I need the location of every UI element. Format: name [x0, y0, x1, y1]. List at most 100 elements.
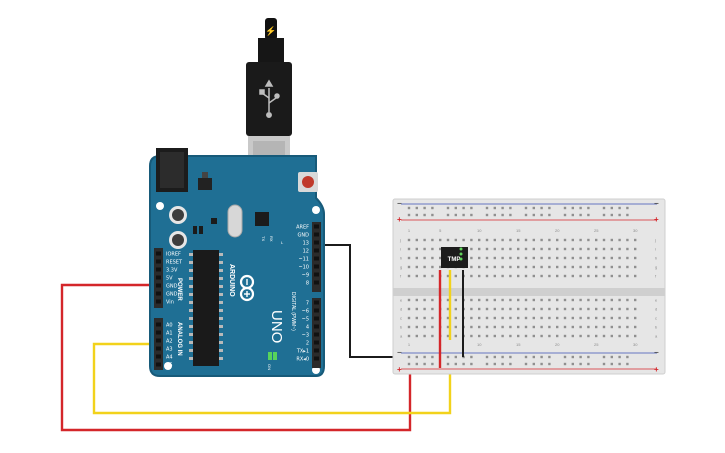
breadboard-hole[interactable] — [454, 298, 457, 302]
breadboard-hole[interactable] — [532, 316, 535, 320]
rail-hole[interactable] — [407, 206, 411, 210]
breadboard-hole[interactable] — [556, 238, 559, 242]
breadboard-hole[interactable] — [485, 238, 489, 242]
breadboard-hole[interactable] — [610, 307, 613, 311]
breadboard-hole[interactable] — [524, 238, 528, 242]
breadboard-hole[interactable] — [532, 325, 535, 329]
breadboard-hole[interactable] — [610, 247, 613, 251]
breadboard-hole[interactable] — [563, 274, 567, 278]
breadboard-hole[interactable] — [485, 307, 489, 311]
breadboard-hole[interactable] — [540, 307, 543, 311]
breadboard-hole[interactable] — [587, 307, 590, 311]
breadboard-hole[interactable] — [485, 274, 489, 278]
breadboard-hole[interactable] — [415, 274, 418, 278]
digital-pin[interactable] — [314, 332, 319, 337]
rail-hole[interactable] — [423, 213, 426, 217]
rail-hole[interactable] — [587, 355, 590, 359]
breadboard-hole[interactable] — [446, 325, 450, 329]
breadboard-hole[interactable] — [587, 256, 590, 260]
rail-hole[interactable] — [470, 355, 473, 359]
breadboard-hole[interactable] — [587, 274, 590, 278]
rail-hole[interactable] — [485, 355, 489, 359]
rail-hole[interactable] — [493, 362, 496, 366]
rail-hole[interactable] — [618, 206, 621, 210]
breadboard-hole[interactable] — [634, 334, 637, 338]
breadboard-hole[interactable] — [540, 334, 543, 338]
breadboard-hole[interactable] — [556, 274, 559, 278]
rail-hole[interactable] — [610, 206, 613, 210]
breadboard-hole[interactable] — [423, 265, 426, 269]
breadboard-hole[interactable] — [540, 298, 543, 302]
breadboard-hole[interactable] — [407, 316, 411, 320]
breadboard-hole[interactable] — [618, 307, 621, 311]
breadboard-hole[interactable] — [579, 238, 582, 242]
breadboard-hole[interactable] — [626, 316, 629, 320]
rail-hole[interactable] — [610, 213, 613, 217]
breadboard-hole[interactable] — [579, 274, 582, 278]
breadboard-hole[interactable] — [563, 334, 567, 338]
breadboard-hole[interactable] — [501, 238, 504, 242]
breadboard-hole[interactable] — [587, 265, 590, 269]
rail-hole[interactable] — [579, 355, 582, 359]
breadboard-hole[interactable] — [517, 274, 520, 278]
rail-hole[interactable] — [509, 362, 512, 366]
breadboard-hole[interactable] — [610, 238, 613, 242]
rail-hole[interactable] — [431, 213, 434, 217]
power-pin[interactable] — [156, 299, 161, 304]
rail-hole[interactable] — [423, 206, 426, 210]
power-pin[interactable] — [156, 291, 161, 296]
breadboard-hole[interactable] — [501, 256, 504, 260]
breadboard-hole[interactable] — [579, 307, 582, 311]
breadboard-hole[interactable] — [415, 325, 418, 329]
breadboard-hole[interactable] — [587, 325, 590, 329]
digital-pin[interactable] — [314, 232, 319, 237]
breadboard-hole[interactable] — [532, 247, 535, 251]
breadboard-hole[interactable] — [470, 265, 473, 269]
rail-hole[interactable] — [470, 362, 473, 366]
breadboard-hole[interactable] — [501, 334, 504, 338]
breadboard-hole[interactable] — [556, 247, 559, 251]
breadboard-hole[interactable] — [485, 247, 489, 251]
breadboard-hole[interactable] — [509, 316, 512, 320]
breadboard-hole[interactable] — [423, 325, 426, 329]
breadboard-hole[interactable] — [563, 298, 567, 302]
breadboard-hole[interactable] — [478, 256, 481, 260]
rail-hole[interactable] — [548, 362, 551, 366]
rail-hole[interactable] — [610, 362, 613, 366]
breadboard-hole[interactable] — [602, 274, 606, 278]
breadboard-hole[interactable] — [571, 247, 574, 251]
rail-hole[interactable] — [602, 213, 606, 217]
breadboard-hole[interactable] — [587, 247, 590, 251]
analog-pin[interactable] — [156, 330, 161, 335]
breadboard-hole[interactable] — [415, 247, 418, 251]
rail-hole[interactable] — [626, 362, 629, 366]
breadboard-hole[interactable] — [439, 256, 442, 260]
rail-hole[interactable] — [602, 362, 606, 366]
breadboard-hole[interactable] — [423, 238, 426, 242]
digital-pin[interactable] — [314, 340, 319, 345]
power-header[interactable] — [154, 248, 163, 308]
rail-hole[interactable] — [563, 206, 567, 210]
breadboard-hole[interactable] — [509, 298, 512, 302]
breadboard-hole[interactable] — [595, 307, 598, 311]
breadboard-hole[interactable] — [470, 247, 473, 251]
breadboard-hole[interactable] — [626, 247, 629, 251]
digital-pin[interactable] — [314, 300, 319, 305]
breadboard-hole[interactable] — [446, 238, 450, 242]
breadboard-hole[interactable] — [579, 247, 582, 251]
breadboard-hole[interactable] — [571, 256, 574, 260]
rail-hole[interactable] — [571, 213, 574, 217]
rail-hole[interactable] — [415, 213, 418, 217]
breadboard-hole[interactable] — [540, 247, 543, 251]
breadboard-hole[interactable] — [454, 307, 457, 311]
breadboard-hole[interactable] — [407, 298, 411, 302]
rail-hole[interactable] — [610, 355, 613, 359]
rail-hole[interactable] — [493, 213, 496, 217]
breadboard-hole[interactable] — [540, 256, 543, 260]
breadboard-hole[interactable] — [548, 316, 551, 320]
breadboard-hole[interactable] — [423, 274, 426, 278]
breadboard-hole[interactable] — [548, 307, 551, 311]
breadboard-hole[interactable] — [415, 334, 418, 338]
breadboard-hole[interactable] — [462, 238, 465, 242]
